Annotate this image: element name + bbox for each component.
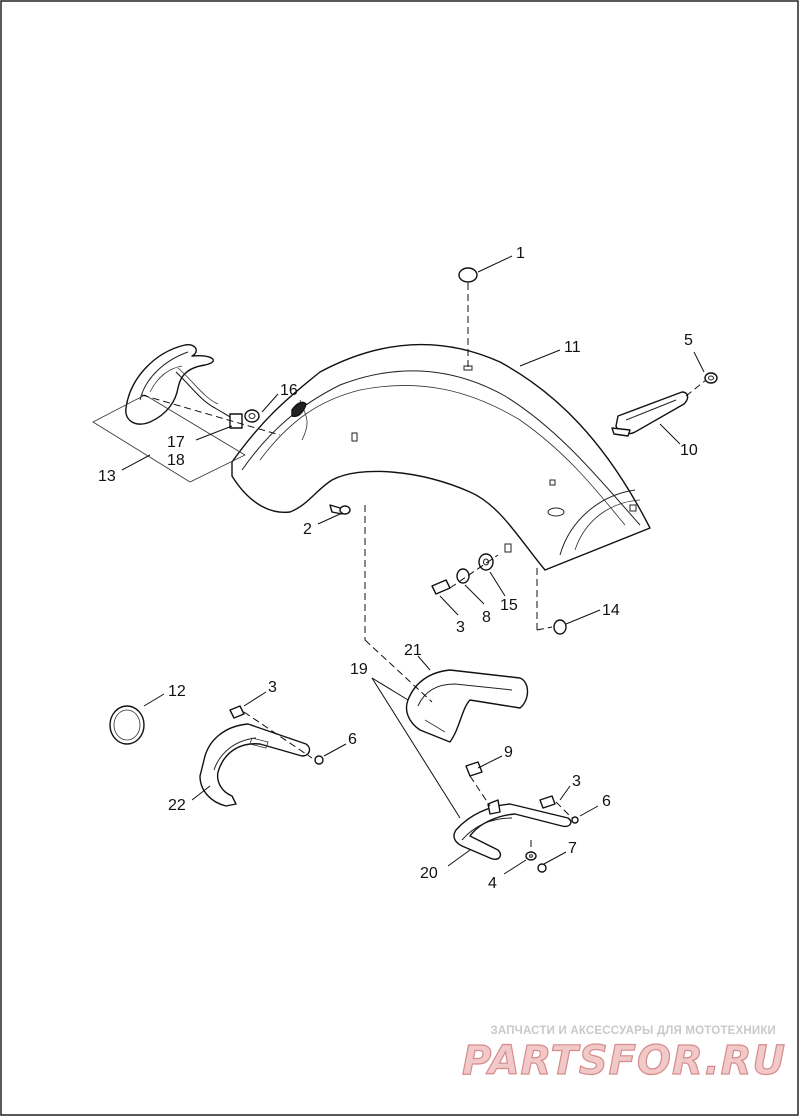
support-hardware (229, 705, 324, 765)
rear-fender (231, 343, 651, 571)
callout-5: 5 (684, 332, 693, 349)
callout-19: 19 (350, 661, 368, 678)
callout-22: 22 (168, 797, 186, 814)
seat-pad (405, 669, 529, 743)
assembly-lines (141, 283, 707, 852)
rack-hardware (525, 795, 579, 873)
fastener-stack (431, 553, 494, 595)
luggage-rack (453, 799, 572, 860)
callout-8: 8 (482, 609, 491, 626)
callout-21: 21 (404, 642, 422, 659)
callout-20: 20 (420, 865, 438, 882)
watermark-subtitle: ЗАПЧАСТИ И АКСЕССУАРЫ ДЛЯ МОТОТЕХНИКИ (490, 1025, 776, 1037)
callout-15: 15 (500, 597, 518, 614)
callout-13: 13 (98, 468, 116, 485)
tail-lamp-assembly (92, 344, 246, 483)
callout-6-support: 6 (348, 731, 357, 748)
callout-6-rack: 6 (602, 793, 611, 810)
callout-4: 4 (488, 875, 497, 892)
callout-3-fender: 3 (456, 619, 465, 636)
bracket (611, 391, 689, 437)
callout-17: 17 (167, 434, 185, 451)
screw-2 (329, 504, 351, 515)
callout-14: 14 (602, 602, 620, 619)
callout-labels: 1 2 3 3 3 4 5 6 6 7 8 9 10 11 12 13 14 1… (98, 245, 698, 892)
nut-5 (704, 372, 718, 384)
callout-16: 16 (280, 382, 298, 399)
fender-cap (458, 267, 478, 283)
grommet-14 (553, 619, 567, 635)
watermark: ЗАПЧАСТИ И АКСЕССУАРЫ ДЛЯ МОТОТЕХНИКИ PA… (461, 1025, 786, 1085)
callout-7: 7 (568, 840, 577, 857)
support-bracket (199, 723, 311, 807)
callout-1: 1 (516, 245, 525, 262)
callout-3-support: 3 (268, 679, 277, 696)
callout-11: 11 (564, 339, 581, 356)
leader-lines (121, 255, 705, 875)
plug-cap (109, 705, 145, 745)
clip (465, 761, 483, 777)
callout-9: 9 (504, 744, 513, 761)
grommet (244, 409, 260, 423)
callout-18: 18 (167, 452, 185, 469)
watermark-brand: PARTSFOR.RU (462, 1038, 786, 1084)
callout-12: 12 (168, 683, 186, 700)
callout-2: 2 (303, 521, 312, 538)
callout-3-rack: 3 (572, 773, 581, 790)
callout-10: 10 (680, 442, 698, 459)
